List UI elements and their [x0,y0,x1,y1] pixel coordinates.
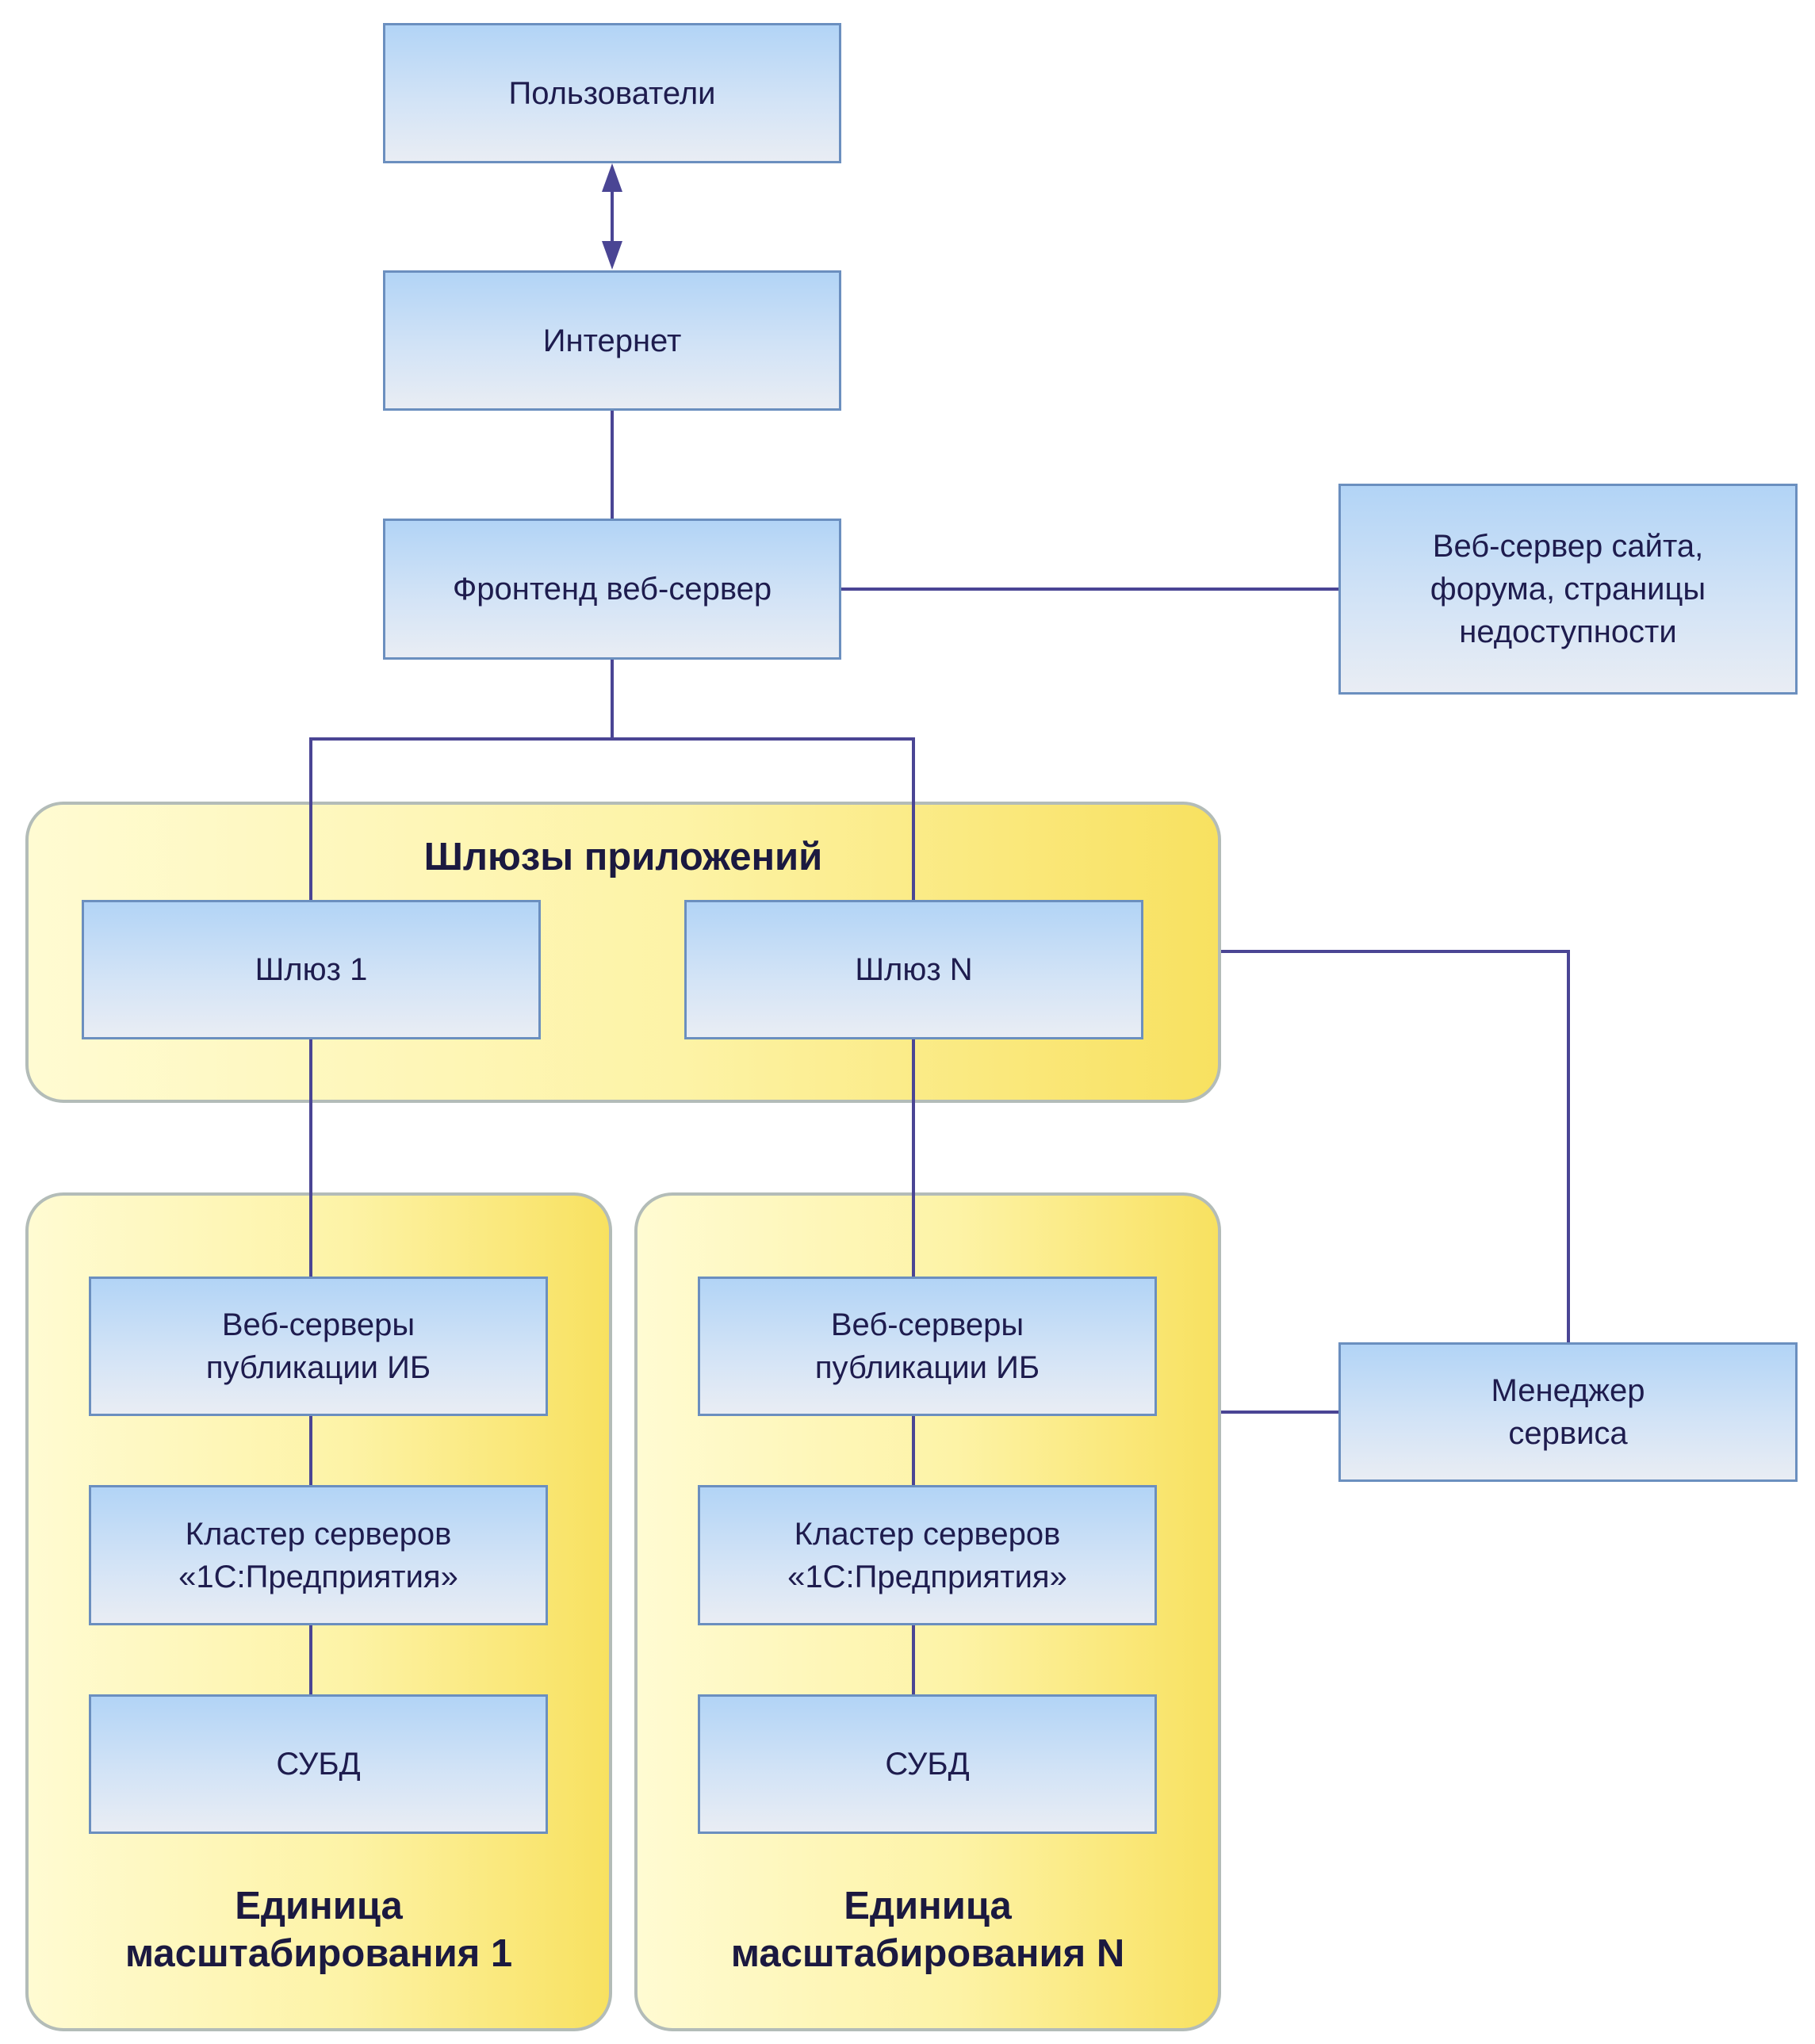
site-server-node: Веб-сервер сайта, форума, страницы недос… [1338,484,1798,695]
gateway-n-node: Шлюз N [684,900,1143,1039]
arrowhead-up-icon [602,163,622,192]
unit1-cluster-label: Кластер серверов «1С:Предприятия» [178,1516,458,1594]
unit1-web-node: Веб-серверы публикации ИБ [89,1277,548,1416]
arrowhead-down-icon [602,241,622,270]
unitn-dbms-label: СУБД [885,1747,970,1782]
unitn-dbms-node: СУБД [698,1694,1157,1834]
site-server-label: Веб-сервер сайта, форума, страницы недос… [1430,529,1706,649]
gateways-group-title: Шлюзы приложений [423,836,823,878]
unit1-dbms-label: СУБД [276,1747,361,1782]
edge-gateways-service-manager [1221,950,1570,1342]
gateway-1-node: Шлюз 1 [82,900,541,1039]
scale-unit-1-title: Единица масштабирования 1 [124,1885,513,1975]
unitn-web-label: Веб-серверы публикации ИБ [814,1307,1040,1385]
scale-unit-n-title: Единица масштабирования N [730,1885,1125,1975]
frontend-node: Фронтенд веб-сервер [383,519,841,660]
users-label: Пользователи [508,75,716,111]
gateway-n-label: Шлюз N [855,952,973,987]
service-manager-label: Менеджер сервиса [1491,1373,1645,1451]
unitn-web-node: Веб-серверы публикации ИБ [698,1277,1157,1416]
service-manager-node: Менеджер сервиса [1338,1342,1798,1482]
unit1-dbms-node: СУБД [89,1694,548,1834]
unit1-cluster-node: Кластер серверов «1С:Предприятия» [89,1485,548,1625]
unitn-cluster-label: Кластер серверов «1С:Предприятия» [787,1516,1067,1594]
unitn-cluster-node: Кластер серверов «1С:Предприятия» [698,1485,1157,1625]
frontend-label: Фронтенд веб-сервер [452,572,772,607]
internet-node: Интернет [383,270,841,411]
unit1-web-label: Веб-серверы публикации ИБ [205,1307,431,1385]
internet-label: Интернет [542,323,682,358]
users-node: Пользователи [383,23,841,163]
gateway-1-label: Шлюз 1 [255,952,368,987]
